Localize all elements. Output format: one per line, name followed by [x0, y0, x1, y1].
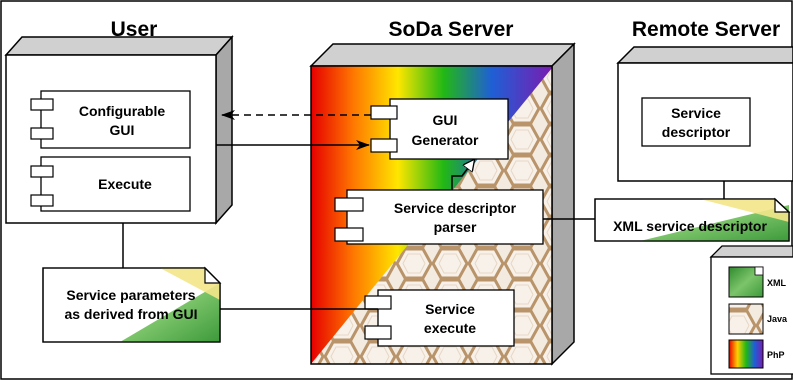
- gui-generator-label-2: Generator: [412, 132, 479, 148]
- legend: XML Java PhP: [709, 245, 793, 375]
- component-port-icon: [370, 138, 398, 153]
- legend-xml-swatch: [728, 266, 764, 298]
- xml-service-descriptor-note: XML service descriptor: [594, 197, 791, 242]
- remote-server-header: Remote Server: [632, 18, 780, 41]
- service-descriptor-label-2: descriptor: [662, 124, 731, 140]
- component-port-icon: [30, 194, 54, 207]
- gui-generator-component: GUI Generator: [370, 98, 509, 160]
- xml-service-descriptor-label: XML service descriptor: [613, 218, 767, 234]
- legend-java-swatch: [728, 303, 764, 335]
- parser-label-1: Service descriptor: [394, 200, 517, 216]
- execute-label: Execute: [98, 176, 152, 192]
- configurable-gui-label-2: GUI: [110, 122, 135, 138]
- legend-php-swatch: [728, 339, 764, 369]
- gui-generator-label-1: GUI: [433, 112, 458, 128]
- service-parameters-label-2: as derived from GUI: [64, 306, 197, 322]
- component-port-icon: [30, 127, 54, 140]
- service-execute-component: Service execute: [364, 289, 515, 347]
- parser-to-generator-arrow: [451, 160, 474, 190]
- user-header: User: [111, 18, 158, 41]
- component-port-icon: [364, 295, 392, 310]
- component-port-icon: [30, 165, 54, 178]
- component-port-icon: [334, 197, 364, 212]
- service-descriptor-component: Service descriptor: [641, 97, 751, 147]
- component-port-icon: [30, 98, 54, 111]
- legend-java-label: Java: [767, 314, 788, 324]
- configurable-gui-component: Configurable GUI: [30, 90, 191, 149]
- soda-server-header: SoDa Server: [389, 18, 514, 41]
- parser-label-2: parser: [434, 219, 477, 235]
- execute-component: Execute: [30, 156, 191, 212]
- service-parameters-label-1: Service parameters: [66, 287, 195, 303]
- configurable-gui-label-1: Configurable: [79, 103, 166, 119]
- component-port-icon: [364, 325, 392, 340]
- legend-php-label: PhP: [767, 350, 785, 360]
- service-execute-label-2: execute: [424, 320, 476, 336]
- service-descriptor-parser-component: Service descriptor parser: [334, 189, 544, 245]
- component-port-icon: [370, 105, 398, 120]
- service-parameters-note: Service parameters as derived from GUI: [42, 266, 222, 343]
- legend-xml-label: XML: [767, 278, 787, 288]
- service-descriptor-label-1: Service: [671, 105, 721, 121]
- component-port-icon: [334, 227, 364, 242]
- service-execute-label-1: Service: [425, 301, 475, 317]
